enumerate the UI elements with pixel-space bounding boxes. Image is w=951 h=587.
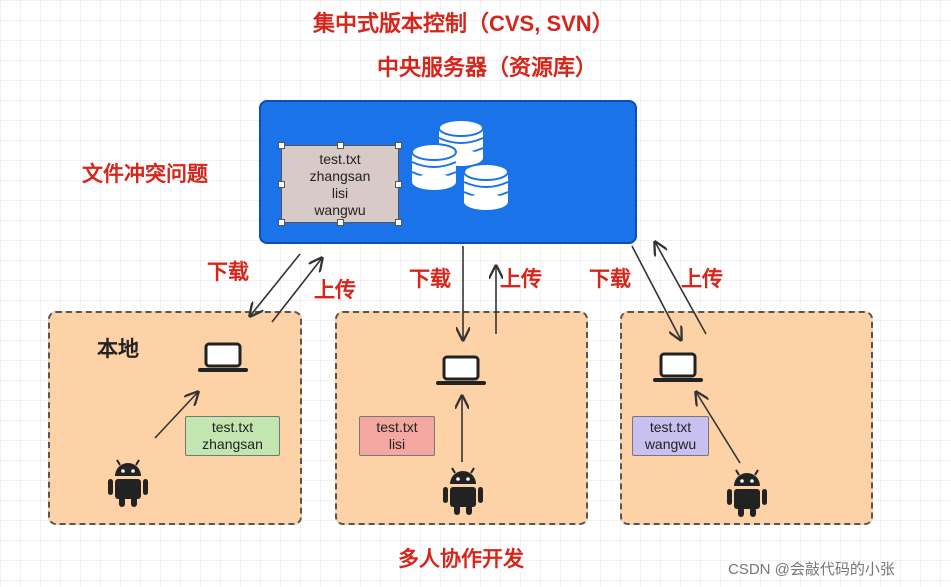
conflict-label: 文件冲突问题 bbox=[82, 163, 208, 186]
server-file-user-3: wangwu bbox=[314, 202, 366, 218]
client-file-name: test.txt bbox=[376, 419, 418, 435]
selection-handle bbox=[337, 219, 344, 226]
collab-label: 多人协作开发 bbox=[398, 548, 524, 571]
client-file-name: test.txt bbox=[649, 419, 692, 435]
selection-handle bbox=[395, 219, 402, 226]
download-label-1: 下载 bbox=[207, 261, 249, 284]
server-file-box: test.txt zhangsan lisi wangwu bbox=[281, 145, 399, 223]
android-icon bbox=[726, 469, 768, 518]
watermark: CSDN @会敲代码的小张 bbox=[728, 561, 895, 578]
selection-handle bbox=[278, 181, 285, 188]
upload-arrow-1 bbox=[271, 258, 322, 323]
upload-label-3: 上传 bbox=[681, 268, 723, 291]
commit-arrow-3 bbox=[696, 392, 741, 464]
upload-label-2: 上传 bbox=[500, 268, 542, 291]
server-file-name: test.txt bbox=[319, 151, 361, 167]
client-file-note-2: test.txt lisi bbox=[359, 416, 435, 456]
download-arrow-3 bbox=[631, 245, 681, 340]
server-file-user-1: zhangsan bbox=[309, 168, 371, 184]
server-file-user-2: lisi bbox=[331, 185, 349, 201]
android-icon bbox=[442, 467, 484, 516]
laptop-icon bbox=[196, 342, 250, 374]
selection-handle bbox=[278, 219, 285, 226]
client-file-name: test.txt bbox=[211, 419, 254, 435]
download-label-3: 下载 bbox=[589, 268, 631, 291]
laptop-icon bbox=[434, 355, 488, 387]
download-arrow-1 bbox=[250, 253, 301, 316]
local-label: 本地 bbox=[97, 338, 139, 361]
client-file-user: wangwu bbox=[644, 436, 697, 452]
client-file-note-3: test.txt wangwu bbox=[632, 416, 709, 456]
database-icon bbox=[411, 119, 509, 211]
commit-arrow-1 bbox=[154, 392, 198, 439]
selection-handle bbox=[278, 142, 285, 149]
laptop-icon bbox=[651, 352, 705, 384]
diagram-title: 集中式版本控制（CVS, SVN） bbox=[313, 11, 614, 36]
selection-handle bbox=[395, 181, 402, 188]
download-label-2: 下载 bbox=[409, 268, 451, 291]
upload-arrow-3 bbox=[655, 242, 707, 335]
transfer-arrows bbox=[154, 242, 741, 464]
selection-handle bbox=[395, 142, 402, 149]
client-file-user: lisi bbox=[388, 436, 406, 452]
selection-handle bbox=[337, 142, 344, 149]
upload-label-1: 上传 bbox=[314, 279, 356, 302]
client-file-user: zhangsan bbox=[202, 436, 263, 452]
client-file-note-1: test.txt zhangsan bbox=[185, 416, 280, 456]
android-icon bbox=[107, 459, 149, 508]
server-title: 中央服务器（资源库） bbox=[377, 55, 598, 80]
